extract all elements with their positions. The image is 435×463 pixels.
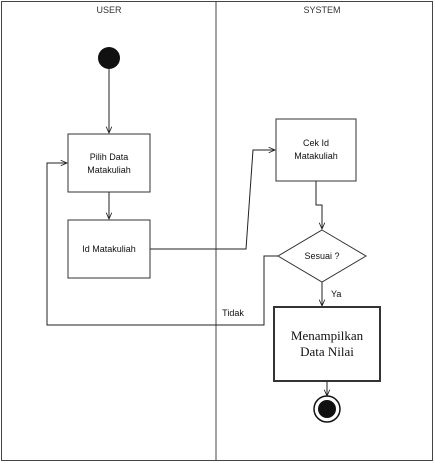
initial-node (98, 47, 120, 69)
action-id-matakuliah (67, 219, 151, 279)
action-pilih-line1: Pilih Data (90, 152, 129, 162)
decision-label: Sesuai ? (304, 251, 339, 261)
action-cek-line2: Matakuliah (294, 151, 338, 161)
action-pilih-data-matakuliah (67, 133, 151, 193)
action-id-label: Id Matakuliah (82, 244, 136, 254)
final-node-inner (318, 400, 336, 418)
edge-label-tidak: Tidak (222, 308, 244, 318)
action-menampilkan-line2: Data Nilai (300, 344, 354, 359)
action-cek-line1: Cek Id (303, 138, 329, 148)
action-menampilkan-line1: Menampilkan (291, 328, 364, 343)
edge-decision-tidak (46, 163, 278, 326)
action-cek-id-matakuliah (275, 118, 357, 182)
edge-cek-to-decision (315, 181, 322, 229)
lane-title-system: SYSTEM (303, 5, 340, 15)
action-pilih-line2: Matakuliah (87, 165, 131, 175)
edge-id-to-cek (150, 150, 275, 250)
action-menampilkan-data-nilai (273, 306, 381, 382)
lane-title-user: USER (96, 5, 122, 15)
edge-label-ya: Ya (331, 289, 341, 299)
